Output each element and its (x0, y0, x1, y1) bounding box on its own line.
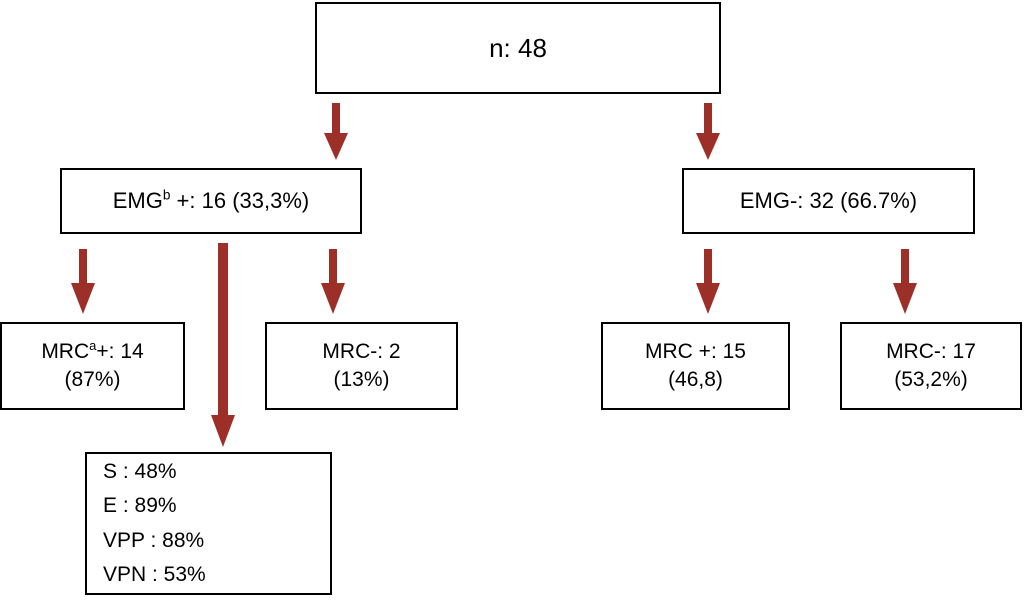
arrow-emg-positive-to-stats (209, 243, 237, 448)
arrow-emg-negative-to-mrc-neg-right (892, 249, 918, 315)
arrow-emg-positive-to-mrc-pos-left (70, 249, 96, 315)
node-emg-negative-label: EMG-: 32 (66.7%) (739, 188, 918, 214)
arrow-root-to-emg-negative (695, 103, 721, 161)
node-mrc-negative-right: MRC-: 17 (53,2%) (840, 322, 1022, 410)
node-mrc-negative-left-line2: (13%) (333, 368, 390, 391)
node-mrc-positive-right-line2: (46,8) (668, 368, 723, 391)
superscript-b: b (162, 188, 171, 204)
node-root: n: 48 (315, 2, 721, 94)
node-emg-positive-label: EMGb +: 16 (33,3%) (112, 188, 310, 214)
node-mrc-positive-right-line1: MRC +: 15 (645, 340, 746, 364)
arrow-emg-negative-to-mrc-pos-right (695, 249, 721, 315)
superscript-a: a (89, 338, 97, 354)
node-emg-negative: EMG-: 32 (66.7%) (682, 168, 975, 234)
node-mrc-positive-right: MRC +: 15 (46,8) (601, 322, 790, 410)
node-root-label: n: 48 (489, 32, 547, 63)
node-stats: S : 48% E : 89% VPP : 88% VPN : 53% (85, 452, 332, 595)
node-mrc-positive-left: MRCa+: 14 (87%) (0, 322, 185, 410)
stats-row-vpp: VPP : 88% (103, 528, 205, 552)
node-mrc-positive-left-line1: MRCa+: 14 (41, 338, 144, 364)
node-mrc-positive-left-line2: (87%) (64, 368, 121, 391)
node-mrc-negative-left-line1: MRC-: 2 (322, 340, 401, 364)
node-mrc-negative-right-line1: MRC-: 17 (886, 340, 976, 364)
node-mrc-negative-right-line2: (53,2%) (894, 368, 968, 391)
stats-row-sensitivity: S : 48% (103, 460, 177, 484)
node-emg-positive: EMGb +: 16 (33,3%) (60, 168, 362, 234)
node-mrc-negative-left: MRC-: 2 (13%) (265, 322, 458, 410)
stats-row-vpn: VPN : 53% (103, 562, 206, 586)
stats-row-specificity: E : 89% (103, 494, 177, 518)
arrow-root-to-emg-positive (323, 103, 349, 161)
arrow-emg-positive-to-mrc-neg-left (320, 249, 346, 315)
